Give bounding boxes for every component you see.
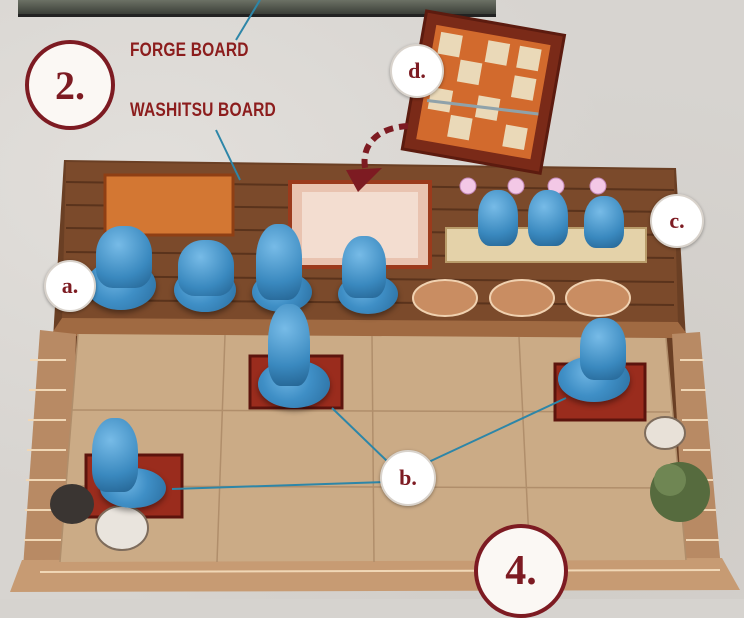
step-two-badge: 2. <box>25 40 115 130</box>
figure-b-right-body <box>580 318 626 380</box>
oval-slot-2 <box>490 280 554 316</box>
oval-slot-3 <box>566 280 630 316</box>
figure-a-3-body <box>256 224 302 300</box>
washitsu-board-label: WASHITSU BOARD <box>130 100 276 122</box>
callout-b-label: b. <box>399 465 417 491</box>
step-two-number: 2. <box>55 62 85 109</box>
pot-right <box>645 417 685 449</box>
figure-c-2 <box>528 190 568 246</box>
callout-d-label: d. <box>408 58 426 84</box>
bottom-rail <box>10 558 740 592</box>
figure-b-center-body <box>268 304 310 386</box>
figure-a-1-body <box>96 226 152 288</box>
figure-a-2-body <box>178 240 234 296</box>
callout-d: d. <box>390 44 444 98</box>
callout-c: c. <box>650 194 704 248</box>
callout-c-label: c. <box>669 208 684 234</box>
figure-b-left-body <box>92 418 138 492</box>
oval-slot-1 <box>413 280 477 316</box>
pot-back <box>50 484 94 524</box>
forge-board-label: FORGE BOARD <box>130 40 249 62</box>
callout-b: b. <box>380 450 436 506</box>
figure-c-3 <box>584 196 624 248</box>
callout-a-label: a. <box>62 273 79 299</box>
figure-a-4-body <box>342 236 386 298</box>
step-four-number: 4. <box>505 547 537 595</box>
pot-front <box>96 506 148 550</box>
figure-c-1 <box>478 190 518 246</box>
callout-a: a. <box>44 260 96 312</box>
step-four-badge: 4. <box>474 524 568 618</box>
